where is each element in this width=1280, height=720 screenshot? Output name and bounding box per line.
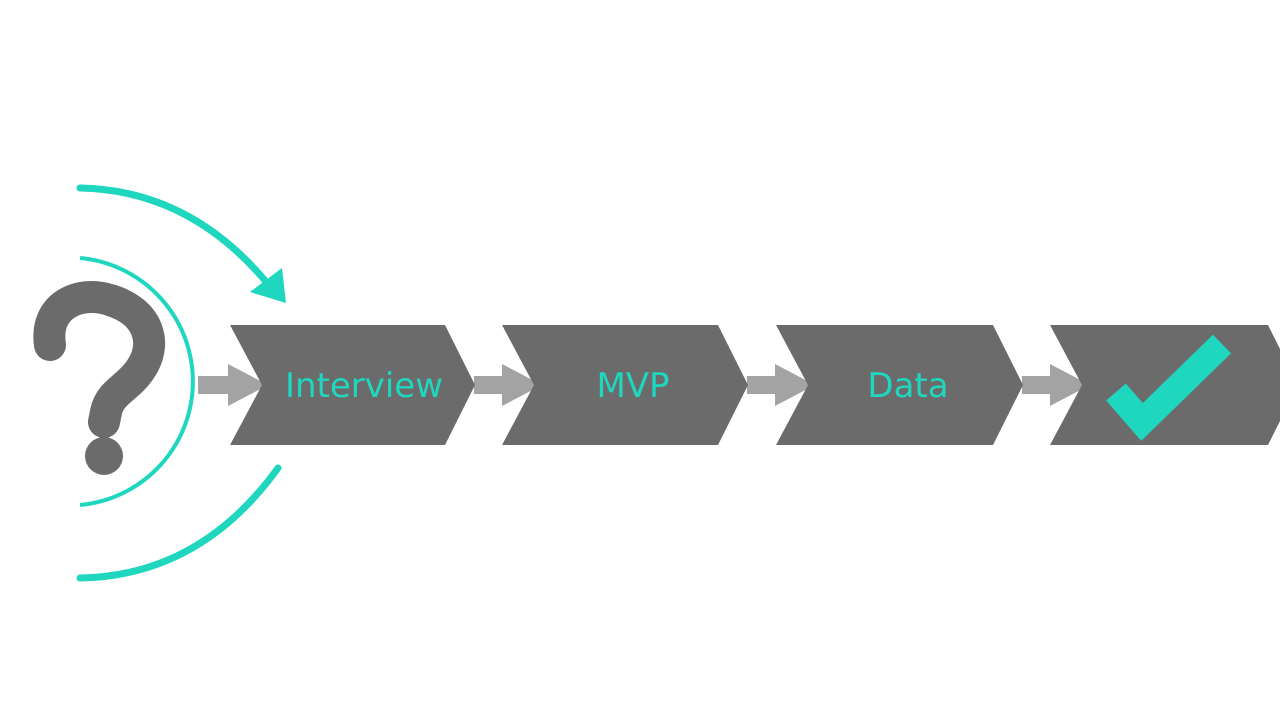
outer-arc-top: [76, 184, 272, 288]
step-chevron: [502, 325, 748, 445]
connector-arrow-2: [474, 364, 542, 406]
connector-arrow-3: [747, 364, 815, 406]
step-interview: Interview: [230, 325, 475, 445]
question-mark-icon: [33, 281, 166, 475]
step-label: Interview: [285, 366, 443, 406]
step-label: MVP: [596, 366, 669, 406]
step-data: Data: [776, 325, 1023, 445]
step-label: Data: [867, 366, 948, 406]
feedback-arcs: [76, 184, 286, 582]
step-complete: [1050, 325, 1280, 445]
step-mvp: MVP: [502, 325, 748, 445]
checkmark-icon: [1106, 334, 1232, 441]
step-chevron: [776, 325, 1023, 445]
connector-arrow-1: [198, 364, 268, 406]
outer-arc-arrowhead: [250, 268, 286, 303]
step-chevron: [230, 325, 475, 445]
outer-arc-bottom: [76, 464, 282, 582]
inner-arc: [79, 256, 195, 507]
connector-arrow-4: [1022, 364, 1090, 406]
